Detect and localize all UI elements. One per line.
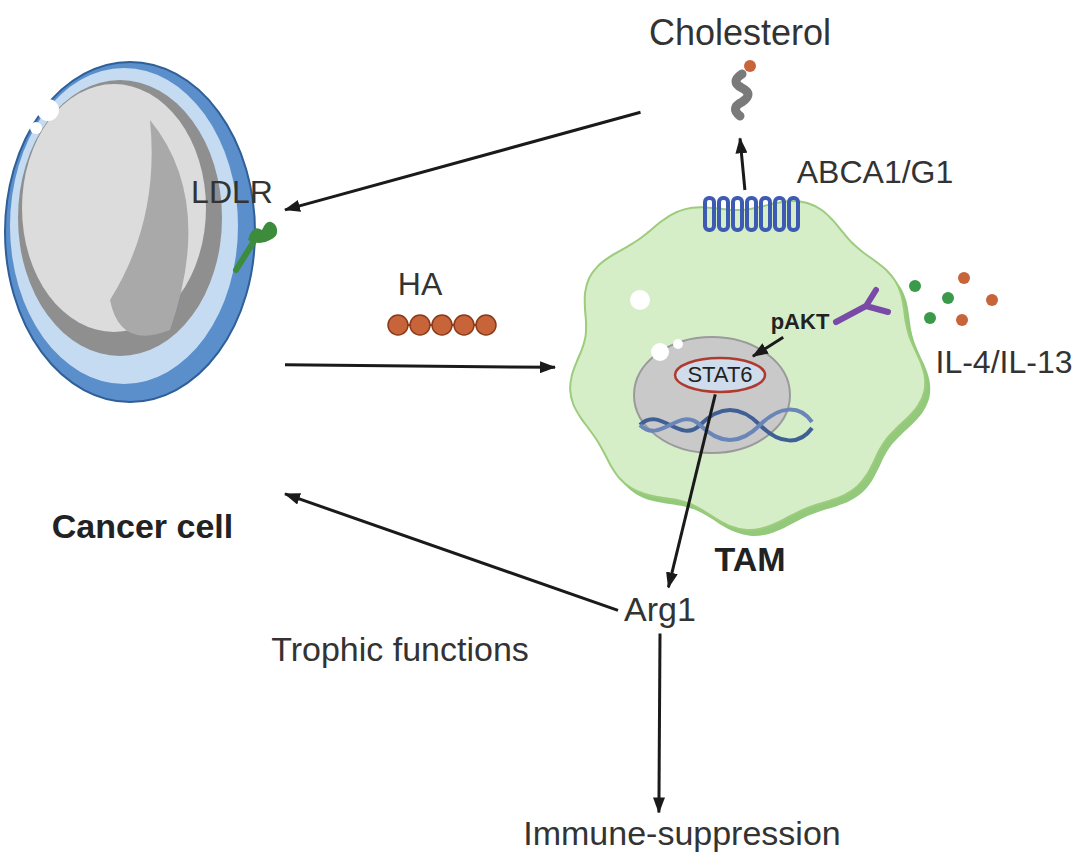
node-text: TAM (714, 540, 785, 579)
part-label: LDLR (191, 174, 273, 211)
cytokine-dot (909, 280, 921, 292)
edge-label: Trophic functions (269, 630, 531, 669)
nucleus-fold (110, 120, 188, 336)
node-text: Immune-suppression (523, 814, 840, 853)
transporter-loop (775, 198, 784, 230)
ha-bead (410, 315, 430, 335)
cell-label-box: Cancer cell (0, 40, 285, 550)
cell-label-box: TAM pAKT STAT6 (555, 190, 945, 585)
receptor-symbol (836, 290, 888, 322)
ha-bead (432, 315, 452, 335)
receptor-stalk (236, 238, 256, 270)
node-text: Cholesterol (649, 12, 831, 53)
edge-label: HA (396, 266, 444, 303)
transporter-loop (705, 198, 714, 230)
vesicle (30, 122, 42, 134)
vesicle (673, 339, 683, 349)
cytokine-dot (942, 292, 954, 304)
receptor-head (248, 222, 277, 243)
arrow-connector (285, 494, 618, 611)
enzyme-node: Arg1 (618, 587, 702, 633)
transporter-loop (789, 198, 798, 230)
signal-node: pAKT (767, 307, 834, 337)
transporter-loop (733, 198, 742, 230)
cell-membrane (5, 62, 255, 402)
il4-receptor (836, 272, 998, 326)
cytokine-dot (986, 294, 998, 306)
node-text: Arg1 (624, 590, 696, 629)
tam-nucleus (634, 337, 812, 453)
ha-chain (388, 315, 496, 335)
cholesterol-icon (735, 60, 756, 116)
ellipse-shape (675, 358, 765, 392)
node-text: STAT6 (687, 362, 752, 387)
arrow-connector (285, 365, 555, 367)
cholesterol-head (744, 60, 756, 72)
arrow-connector (668, 394, 715, 587)
part-label: ABCA1/G1 (797, 154, 954, 191)
ha-bead (454, 315, 474, 335)
ha-bead (476, 315, 496, 335)
ha-bead (388, 315, 408, 335)
cytokine-dot (956, 314, 968, 326)
arrow-connector (740, 138, 745, 190)
abca1-transporter (705, 198, 798, 230)
macrophage-illustration (570, 201, 930, 536)
vesicle (37, 99, 59, 121)
vesicle (651, 343, 669, 361)
arrow-connector (659, 633, 660, 812)
node-text: pAKT (771, 309, 830, 334)
nucleus-rim (18, 80, 222, 356)
dna-strand (640, 410, 812, 440)
transporter-loop (719, 198, 728, 230)
transporter-loop (761, 198, 770, 230)
part-label: IL-4/IL-13 (936, 344, 1073, 381)
macrophage-body (570, 201, 925, 530)
cholesterol-molecule (735, 74, 748, 116)
arrow-connector (285, 112, 641, 210)
arrow-connector (753, 337, 783, 356)
cancer-cell-illustration (5, 62, 255, 402)
molecule-node: Cholesterol (641, 8, 840, 138)
cytoplasm (10, 68, 238, 384)
outcome-node: Immune-suppression (517, 812, 847, 856)
cytokine-dot (958, 272, 970, 284)
ldlr-receptor (236, 222, 277, 270)
node-text: Cancer cell (52, 507, 233, 546)
transcription-factor-ellipse: STAT6 (673, 356, 767, 394)
cytokine-dot (924, 312, 936, 324)
dna-strand (640, 410, 812, 440)
transporter-loop (747, 198, 756, 230)
vesicle (630, 290, 650, 310)
